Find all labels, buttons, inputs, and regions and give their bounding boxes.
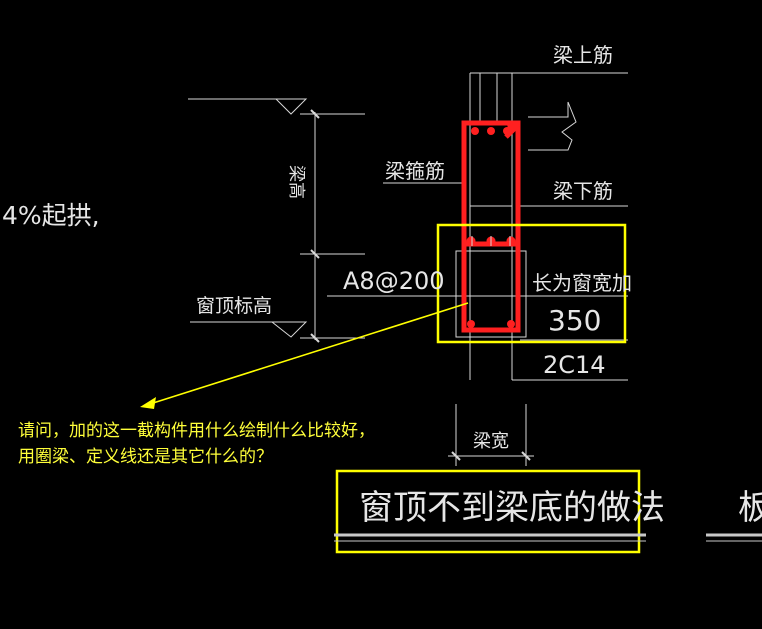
title-highlight	[335, 469, 641, 554]
right-partial-text: 板	[738, 488, 762, 528]
dimension-ticks	[310, 109, 531, 461]
rebar-cage	[461, 120, 521, 333]
length-note-label: 长为窗宽加	[532, 271, 632, 295]
question-note: 请问，加的这一截构件用什么绘制什么比较好， 用圈梁、定义线还是其它什么的？	[18, 418, 375, 470]
left-partial-text: 4%起拱,	[2, 201, 100, 230]
window-top-elevation-label: 窗顶标高	[196, 295, 272, 317]
section-title: 窗顶不到梁底的做法	[359, 488, 665, 528]
leader-arrowhead	[140, 397, 156, 409]
title-underlines	[334, 533, 762, 542]
bottom-bars-label: 2C14	[543, 351, 606, 379]
question-line-2: 用圈梁、定义线还是其它什么的？	[18, 447, 273, 467]
stirrup-spec-label: A8@200	[343, 267, 445, 295]
beam-stirrup-label: 梁箍筋	[385, 159, 445, 183]
rebar-bars	[466, 127, 516, 328]
question-leader-line	[149, 302, 469, 405]
cad-linework	[188, 72, 628, 466]
beam-height-label: 梁高	[286, 165, 306, 199]
beam-top-bar-label: 梁上筋	[553, 43, 613, 67]
beam-bottom-bar-label: 梁下筋	[553, 179, 613, 203]
extra-length-value: 350	[548, 304, 601, 337]
question-line-1: 请问，加的这一截构件用什么绘制什么比较好，	[18, 421, 375, 441]
beam-width-label: 梁宽	[473, 431, 509, 452]
extra-segment-highlight	[436, 223, 627, 344]
rebar-bar-markers	[471, 236, 511, 246]
highlight-boxes	[335, 223, 641, 554]
